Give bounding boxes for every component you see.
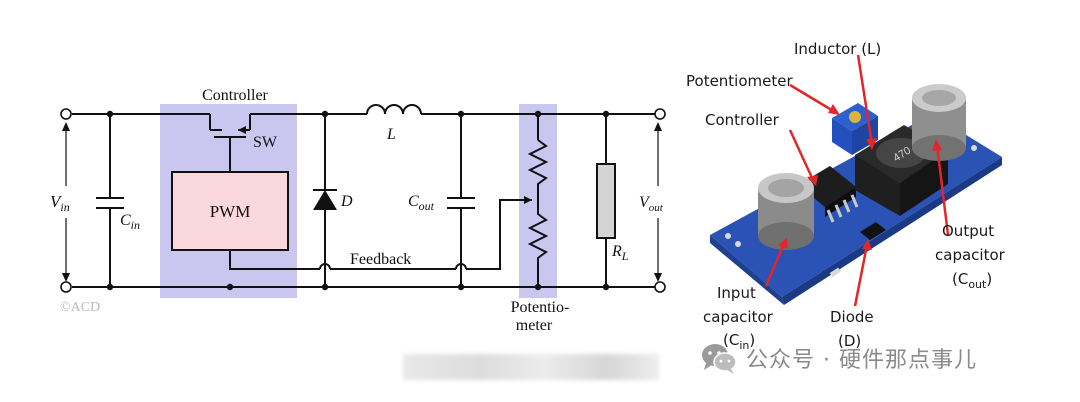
vout-terminal-top (654, 108, 666, 120)
wechat-icon (702, 344, 737, 374)
buck-module-photo: 470 Inductor (L) Potentiometer Controlle… (686, 40, 1006, 352)
controller-label: Controller (202, 87, 268, 104)
diode-symbol (313, 190, 337, 210)
diode-callout-1: Diode (830, 308, 874, 326)
cin-label: Cin (120, 212, 140, 232)
output-capacitor-callout-3: (Cout) (952, 270, 992, 291)
diode-callout-2: (D) (838, 332, 861, 350)
feedback-label: Feedback (350, 251, 411, 268)
potentiometer-callout: Potentiometer (686, 72, 793, 90)
input-capacitor-callout-1: Input (717, 284, 756, 302)
vout-terminal-bottom (654, 281, 666, 293)
output-capacitor-callout-1: Output (942, 222, 994, 240)
input-capacitor-callout-2: capacitor (703, 308, 774, 326)
buck-converter-schematic: Controller SW PWM Vin Cin D L Cout Vout … (50, 87, 666, 334)
diode-chip (860, 222, 886, 240)
output-capacitor-callout-2: capacitor (935, 246, 1006, 264)
watermark: 公众号 · 硬件那点事儿 (700, 340, 977, 376)
copyright-label: ©ACD (60, 300, 100, 315)
vin-terminal-bottom (60, 281, 72, 293)
vin-terminal-top (60, 108, 72, 120)
potentiometer-label-1: Potentio- (511, 299, 570, 316)
pot-wiper-arrow (524, 196, 532, 204)
vin-label: Vin (50, 192, 70, 214)
inductor-callout: Inductor (L) (794, 40, 881, 58)
pwm-block (171, 171, 289, 251)
controller-callout: Controller (705, 111, 780, 129)
rl-label: RL (611, 243, 629, 263)
vout-label: Vout (639, 194, 664, 214)
cout-label: Cout (408, 193, 435, 213)
input-capacitor-callout-3: (Cin) (723, 331, 755, 352)
diode-label: D (340, 193, 353, 210)
pwm-label: PWM (210, 202, 251, 221)
blurred-source-bar (403, 354, 659, 380)
sw-label: SW (253, 134, 278, 151)
switch-arrow (238, 126, 246, 134)
load-resistor (596, 163, 616, 239)
inductor-label: L (386, 126, 396, 143)
watermark-text: 公众号 · 硬件那点事儿 (746, 348, 977, 373)
potentiometer-label-2: meter (516, 317, 553, 334)
